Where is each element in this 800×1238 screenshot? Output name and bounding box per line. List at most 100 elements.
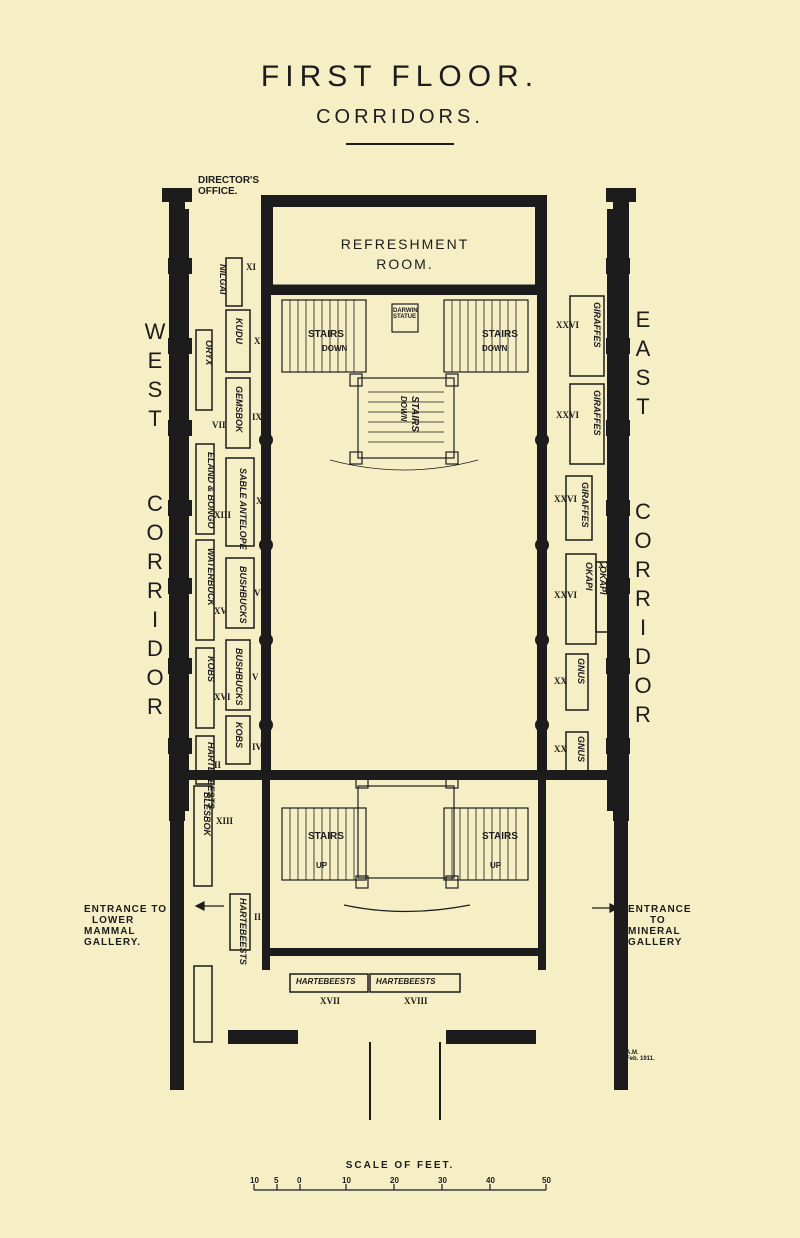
scale-tick-label: 40 — [486, 1176, 495, 1185]
stairs-label-ne: STAIRS — [482, 329, 518, 340]
title-underline — [346, 143, 454, 145]
west-case-label: GEMSBOK — [234, 386, 244, 433]
scale-tick-label: 10 — [342, 1176, 351, 1185]
entrance-mineral-gallery: ENTRANCE TO MINERAL GALLERY — [628, 904, 692, 948]
west-case-number: IV — [252, 742, 263, 752]
west-corridor-letter: O — [146, 520, 164, 545]
west-case-label: SABLE ANTELOPE — [238, 468, 248, 550]
west-columns — [162, 188, 192, 754]
scale-tick-label: 10 — [250, 1176, 259, 1185]
signature-date: Feb. 1911. — [626, 1056, 655, 1062]
entrance-lower-mammal-gallery: ENTRANCE TO LOWER MAMMAL GALLERY. — [84, 904, 167, 948]
bottom-case-label: HARTEBEESTS — [296, 977, 356, 986]
east-corridor-letter: R — [635, 586, 651, 611]
east-case-label: GIRAFFES — [592, 302, 602, 348]
east-case-label: OKAPI — [584, 562, 594, 591]
stairs-down-ne: DOWN — [482, 344, 508, 353]
east-case-number: XXVI — [554, 494, 578, 504]
west-case-label: HARTEBEESTS — [238, 898, 248, 965]
scale-tick-label: 0 — [297, 1176, 302, 1185]
directors-office-line2: OFFICE. — [198, 185, 238, 197]
bottom-case-number: XVII — [320, 996, 341, 1006]
west-case-label: KUDU — [234, 318, 244, 344]
signature-initials: A.M. — [626, 1050, 639, 1056]
hall-east-wall — [537, 293, 547, 771]
refreshment-room-line2: ROOM. — [376, 256, 434, 272]
west-case-number: VI — [254, 588, 265, 598]
scale-tick-label: 5 — [274, 1176, 279, 1185]
west-case-number: V — [252, 672, 259, 682]
east-case-number: XX — [554, 744, 567, 754]
entrance-east-line1: ENTRANCE — [628, 904, 692, 915]
darwin-line1: DARWIN — [393, 308, 418, 314]
page-title: FIRST FLOOR. — [260, 60, 540, 93]
east-corridor-letter: S — [635, 365, 651, 390]
west-corridor-letter: T — [148, 406, 162, 431]
refreshment-room-line1: REFRESHMENT — [340, 236, 470, 252]
west-display-cases — [193, 257, 255, 1043]
stairs-label-nw: STAIRS — [308, 329, 344, 340]
west-corridor-letter: R — [147, 578, 163, 603]
east-case-number: XXVII — [598, 560, 625, 570]
east-corridor-letter: O — [634, 528, 652, 553]
west-case-label: NILGAI — [218, 264, 228, 295]
east-display-cases — [565, 295, 611, 773]
west-case-label: BLESBOK — [202, 792, 212, 837]
west-case-number: XVI — [214, 692, 231, 702]
east-corridor-letter: R — [635, 702, 651, 727]
lower-stairs — [281, 775, 529, 913]
west-corridor-letter: O — [146, 665, 164, 690]
west-case-number: XIII — [216, 816, 234, 826]
east-corridor-letter: O — [634, 673, 652, 698]
west-case-number: X — [254, 336, 261, 346]
west-corridor-letter: D — [147, 636, 163, 661]
entrance-west-line2: LOWER — [92, 915, 135, 926]
east-corridor-letter: I — [639, 615, 647, 640]
draftsman-signature: A.M. Feb. 1911. — [626, 1050, 655, 1062]
scale-tick-label: 30 — [438, 1176, 447, 1185]
upper-stair-treads — [289, 300, 517, 471]
scale-title: SCALE OF FEET. — [345, 1160, 455, 1171]
west-corridor-letter: R — [147, 549, 163, 574]
west-corridor-letter: R — [147, 694, 163, 719]
west-case-number: II — [214, 760, 222, 770]
stairs-label-sw: STAIRS — [308, 831, 344, 842]
east-case-label: GIRAFFES — [580, 482, 590, 528]
east-case-number: XXVI — [554, 590, 578, 600]
east-case-label: OKAPI — [598, 566, 608, 595]
west-corridor-letter: I — [151, 607, 159, 632]
east-corridor-letter: C — [635, 499, 651, 524]
west-case-label: BUSHBUCKS — [238, 566, 248, 624]
bottom-case-label: HARTEBEESTS — [376, 977, 436, 986]
entrance-arrows — [194, 901, 620, 913]
upper-stairs — [281, 299, 529, 465]
directors-office-label: DIRECTOR'S OFFICE. — [198, 175, 259, 197]
entrance-east-line4: GALLERY — [628, 937, 683, 948]
west-case-number: II — [254, 912, 262, 922]
stairs-label-center: STAIRS — [409, 396, 420, 432]
east-case-number: XXVI — [556, 320, 580, 330]
west-corridor-letter: C — [147, 491, 163, 516]
stairs-label-se: STAIRS — [482, 831, 518, 842]
darwin-statue-label: DARWIN STATUE — [393, 308, 418, 321]
west-case-number: VII — [212, 420, 226, 430]
entrance-west-line4: GALLERY. — [84, 937, 142, 948]
west-case-number: XII — [256, 496, 270, 506]
west-corridor-letter: E — [147, 348, 163, 373]
scale-tick-label: 50 — [542, 1176, 551, 1185]
entrance-east-line3: MINERAL — [628, 926, 681, 937]
entrance-west-line1: ENTRANCE TO — [84, 904, 168, 915]
east-corridor-letter: E — [635, 307, 651, 332]
west-case-number: XV — [214, 606, 227, 616]
west-case-number: XI — [246, 262, 257, 272]
east-columns — [606, 188, 636, 754]
east-case-number: XXVI — [556, 410, 580, 420]
west-case-label: ORYX — [204, 340, 214, 366]
east-case-label: GNUS — [576, 736, 586, 763]
page-subtitle: CORRIDORS. — [316, 106, 484, 128]
west-case-label: KOBS — [206, 656, 216, 683]
bottom-case-number: XVIII — [404, 996, 428, 1006]
west-case-number: IX — [252, 412, 263, 422]
stairs-up-sw: UP — [316, 861, 328, 870]
west-corridor-letter: W — [144, 319, 166, 344]
